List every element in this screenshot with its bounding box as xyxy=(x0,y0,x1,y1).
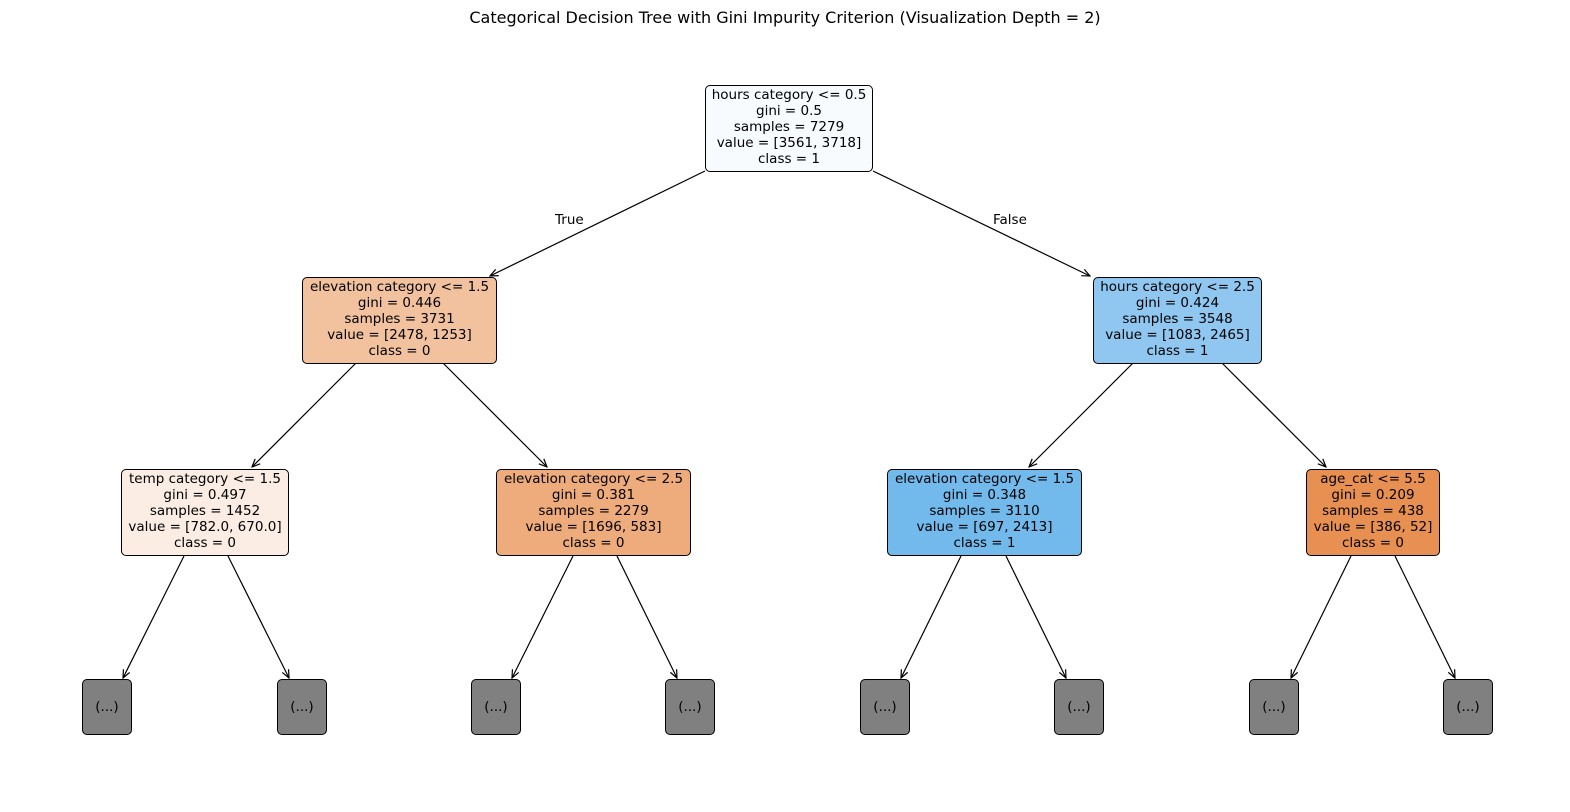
node-split-condition: age_cat <= 5.5 xyxy=(1320,471,1426,487)
edge-ll-leaf1 xyxy=(123,555,185,678)
node-split-condition: hours category <= 0.5 xyxy=(711,87,867,103)
node-value: value = [2478, 1253] xyxy=(327,327,472,343)
truncated-leaf-4: (...) xyxy=(665,679,715,735)
edge-rr-leaf8 xyxy=(1394,555,1455,678)
node-split-condition: elevation category <= 1.5 xyxy=(309,279,490,295)
node-samples: samples = 438 xyxy=(1322,503,1424,519)
node-samples: samples = 2279 xyxy=(538,503,649,519)
edge-root-right xyxy=(872,170,1090,276)
node-split-condition: hours category <= 2.5 xyxy=(1100,279,1255,295)
edge-root-left xyxy=(490,170,706,276)
truncated-leaf-5: (...) xyxy=(860,679,910,735)
node-samples: samples = 3548 xyxy=(1122,311,1233,327)
edge-label-false: False xyxy=(993,212,1027,228)
edge-lr-leaf3 xyxy=(512,555,574,678)
tree-node-root: hours category <= 0.5 gini = 0.5 samples… xyxy=(705,85,873,172)
node-class: class = 0 xyxy=(174,535,236,551)
diagram-title: Categorical Decision Tree with Gini Impu… xyxy=(469,8,1101,27)
truncated-leaf-3: (...) xyxy=(471,679,521,735)
truncated-leaf-6: (...) xyxy=(1054,679,1104,735)
edge-rl-leaf6 xyxy=(1005,555,1066,678)
node-class: class = 0 xyxy=(1342,535,1404,551)
node-gini: gini = 0.446 xyxy=(357,295,442,311)
node-gini: gini = 0.381 xyxy=(551,487,636,503)
node-gini: gini = 0.497 xyxy=(163,487,247,503)
truncated-leaf-2: (...) xyxy=(277,679,327,735)
edge-r-rr xyxy=(1221,362,1326,467)
node-samples: samples = 3731 xyxy=(344,311,455,327)
tree-node-right-right: age_cat <= 5.5 gini = 0.209 samples = 43… xyxy=(1306,469,1440,556)
node-split-condition: elevation category <= 1.5 xyxy=(894,471,1075,487)
node-split-condition: elevation category <= 2.5 xyxy=(503,471,684,487)
node-value: value = [3561, 3718] xyxy=(716,135,862,151)
node-split-condition: temp category <= 1.5 xyxy=(129,471,281,487)
tree-node-right-left: elevation category <= 1.5 gini = 0.348 s… xyxy=(887,469,1082,556)
tree-node-right: hours category <= 2.5 gini = 0.424 sampl… xyxy=(1093,277,1262,364)
edge-rr-leaf7 xyxy=(1291,555,1352,678)
truncated-leaf-1: (...) xyxy=(82,679,132,735)
edge-ll-leaf2 xyxy=(227,555,289,678)
node-gini: gini = 0.5 xyxy=(756,103,822,119)
node-class: class = 0 xyxy=(562,535,625,551)
node-gini: gini = 0.348 xyxy=(942,487,1027,503)
node-value: value = [697, 2413] xyxy=(916,519,1053,535)
node-value: value = [1696, 583] xyxy=(525,519,662,535)
node-value: value = [1083, 2465] xyxy=(1105,327,1250,343)
edge-rl-leaf5 xyxy=(901,555,962,678)
node-class: class = 1 xyxy=(758,151,820,167)
node-samples: samples = 1452 xyxy=(149,503,261,519)
node-class: class = 1 xyxy=(1146,343,1209,359)
tree-node-left-left: temp category <= 1.5 gini = 0.497 sample… xyxy=(121,469,289,556)
edge-l-lr xyxy=(442,362,547,467)
truncated-leaf-7: (...) xyxy=(1249,679,1299,735)
edge-l-ll xyxy=(252,362,357,467)
edge-r-rl xyxy=(1029,362,1134,467)
node-gini: gini = 0.424 xyxy=(1135,295,1220,311)
edge-label-true: True xyxy=(555,212,584,228)
truncated-leaf-8: (...) xyxy=(1443,679,1493,735)
node-value: value = [782.0, 670.0] xyxy=(128,519,282,535)
node-class: class = 0 xyxy=(368,343,431,359)
tree-node-left-right: elevation category <= 2.5 gini = 0.381 s… xyxy=(496,469,691,556)
node-gini: gini = 0.209 xyxy=(1331,487,1415,503)
node-class: class = 1 xyxy=(953,535,1016,551)
node-samples: samples = 3110 xyxy=(929,503,1040,519)
tree-node-left: elevation category <= 1.5 gini = 0.446 s… xyxy=(302,277,497,364)
edge-lr-leaf4 xyxy=(616,555,677,678)
node-value: value = [386, 52] xyxy=(1313,519,1433,535)
node-samples: samples = 7279 xyxy=(733,119,845,135)
